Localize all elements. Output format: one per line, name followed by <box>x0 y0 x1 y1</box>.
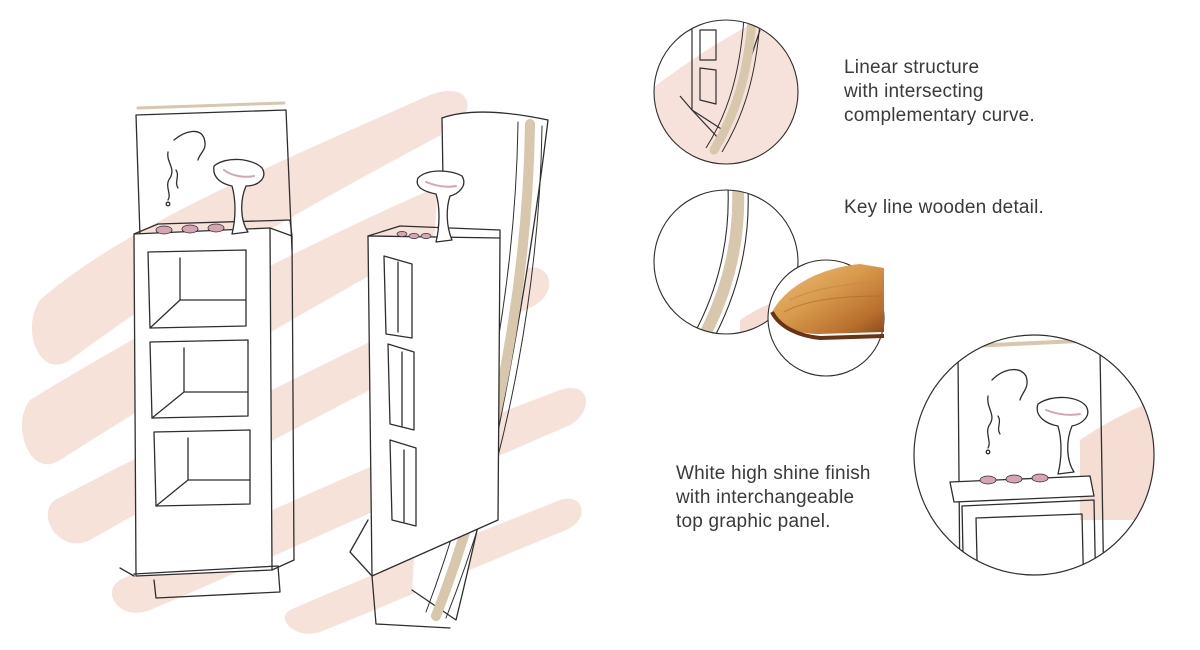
caption-wood-keyline: Key line wooden detail. <box>844 196 1044 220</box>
wood-sample-swatch <box>767 259 885 377</box>
caption-line: complementary curve. <box>844 105 1035 126</box>
display-stand-angled-sketch <box>349 111 549 629</box>
detail-curve-circle <box>653 19 799 165</box>
caption-line: with intersecting <box>844 81 984 102</box>
display-stand-front-sketch <box>119 101 295 599</box>
caption-line: Linear structure <box>844 57 980 78</box>
caption-line: White high shine finish <box>676 463 871 484</box>
caption-line: top graphic panel. <box>676 511 831 532</box>
caption-white-finish: White high shine finish with interchange… <box>676 462 871 534</box>
caption-line: Key line wooden detail. <box>844 197 1045 218</box>
caption-line: with interchangeable <box>676 487 855 508</box>
detail-top-panel-circle <box>913 334 1155 576</box>
caption-linear-structure: Linear structure with intersecting compl… <box>844 56 1035 128</box>
